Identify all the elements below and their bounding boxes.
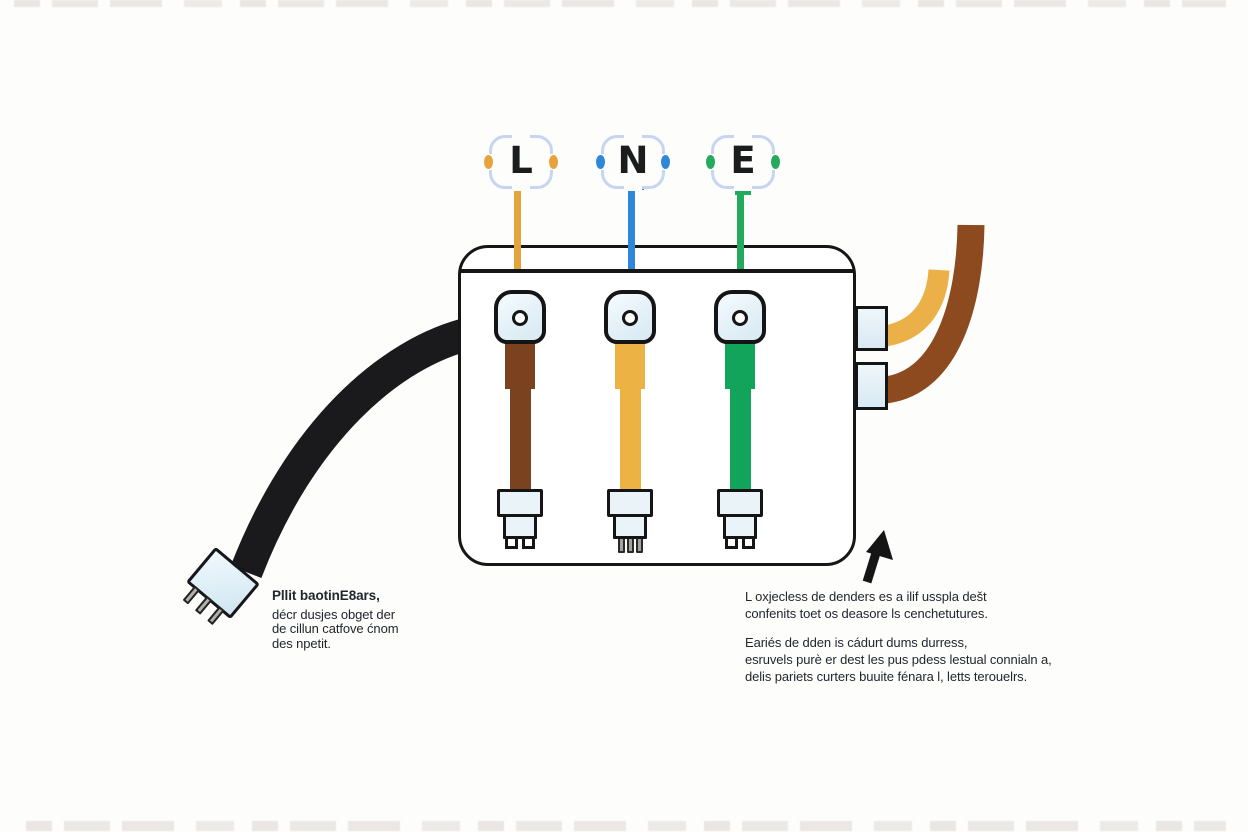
terminal-neutral — [600, 288, 660, 554]
right-caption-line: esruvels purè er dest les pus pdess lest… — [745, 652, 1052, 667]
connector-block — [503, 514, 537, 539]
connector-foot — [505, 536, 518, 549]
left-caption-line: décr dusjes obget der — [272, 606, 395, 622]
screw-head-icon — [622, 310, 638, 326]
connector-block — [717, 489, 763, 517]
connector-block — [607, 489, 653, 517]
neutral-lead — [628, 184, 635, 269]
connector-block — [613, 514, 647, 539]
right-caption-line: L oxjecless de denders es a ilif usspla … — [745, 589, 987, 604]
earth-letter: E — [730, 139, 756, 183]
left-caption: Pllit baotinE8ars, décr dusjes obget der… — [272, 588, 399, 651]
cropped-text-artifact-top — [14, 0, 1226, 7]
yellow-curved-wire — [882, 269, 950, 347]
screw-terminal-icon — [494, 290, 546, 344]
green-wire — [725, 342, 755, 389]
terminal-earth — [710, 288, 770, 554]
cable-port-upper — [855, 306, 888, 351]
connector-block — [497, 489, 543, 517]
live-dot-icon — [549, 155, 558, 169]
screw-head-icon — [732, 310, 748, 326]
terminal-label-earth: E — [706, 133, 780, 191]
yellow-wire — [615, 342, 645, 389]
brown-wire — [510, 388, 531, 492]
right-caption-paragraph-1: L oxjecless de denders es a ilif usspla … — [745, 588, 1052, 622]
connector-block — [723, 514, 757, 539]
earth-dot-icon — [706, 155, 715, 169]
neutral-dot-icon — [661, 155, 670, 169]
brown-wire — [505, 342, 535, 389]
neutral-letter: N — [617, 139, 649, 183]
right-caption-line: confenits toet os deasore ls cenchetutur… — [745, 606, 988, 621]
earth-dot-icon — [771, 155, 780, 169]
left-caption-title: Pllit baotinE8ars, — [272, 588, 380, 603]
live-dot-icon — [484, 155, 493, 169]
terminal-label-neutral: N — [596, 133, 670, 191]
neutral-dot-icon — [596, 155, 605, 169]
right-caption-paragraph-2: Eariés de dden is cádurt dums durress, e… — [745, 634, 1052, 685]
black-mains-cable — [230, 316, 477, 578]
left-caption-line: des npetit. — [272, 635, 331, 651]
yellow-wire — [620, 388, 641, 492]
up-arrow-icon — [862, 530, 893, 584]
live-letter: L — [509, 139, 533, 183]
screw-head-icon — [512, 310, 528, 326]
green-wire — [730, 388, 751, 492]
right-caption-line: delis pariets curters buuite fénara l, l… — [745, 669, 1028, 684]
connector-foot — [725, 536, 738, 549]
cropped-text-artifact-bottom — [26, 821, 1226, 831]
right-caption: L oxjecless de denders es a ilif usspla … — [745, 588, 1052, 685]
screw-terminal-icon — [714, 290, 766, 344]
lid-seam — [460, 269, 854, 273]
left-caption-line: de cillun catfove ćnom — [272, 621, 399, 636]
connector-foot — [522, 536, 535, 549]
screw-terminal-icon — [604, 290, 656, 344]
right-caption-line: Eariés de dden is cádurt dums durress, — [745, 635, 968, 650]
terminal-label-live: L — [484, 133, 558, 191]
connector-foot — [742, 536, 755, 549]
live-lead — [514, 183, 521, 269]
terminal-live — [490, 288, 550, 554]
brown-curved-wire — [882, 224, 985, 404]
earth-lead — [737, 189, 744, 269]
cable-port-lower — [855, 362, 888, 410]
